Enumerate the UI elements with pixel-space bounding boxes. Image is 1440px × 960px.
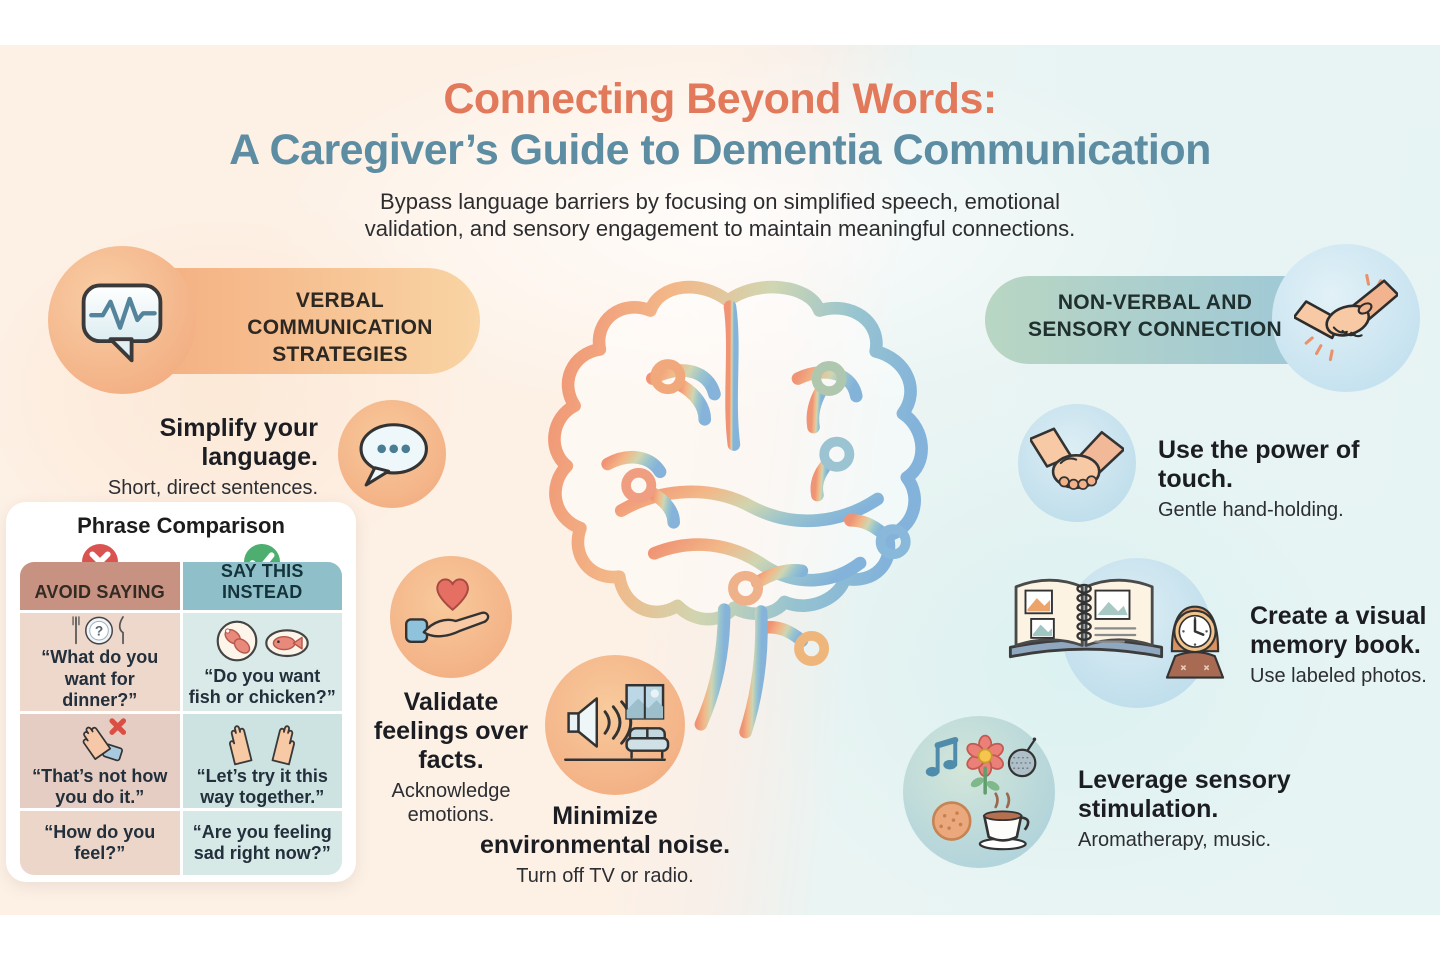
table-cell-avoid-3: “How do you feel?” <box>20 811 180 875</box>
phrase-comparison-card: Phrase Comparison AVOID SAYING SAY THIS … <box>6 502 356 882</box>
sensory-block: Leverage sensory stimulation. Aromathera… <box>1078 766 1318 852</box>
speaker-room-icon-circle <box>545 655 685 795</box>
simplify-title: Simplify your language. <box>159 414 318 471</box>
phrase-comparison-title: Phrase Comparison <box>77 513 285 538</box>
validate-title: Validate feelings over facts. <box>373 688 529 774</box>
say-quote-2: “Let’s try it this way together.” <box>196 765 328 807</box>
chat-dots-icon-circle <box>338 400 446 508</box>
sensory-subtitle: Aromatherapy, music. <box>1078 829 1272 851</box>
tea-cup-icon <box>978 792 1030 851</box>
fish-chicken-icon <box>216 620 310 662</box>
avoid-quote-3: “How do you feel?” <box>44 821 156 863</box>
simplify-subtitle: Short, direct sentences. <box>107 477 318 499</box>
validate-subtitle: Acknowledge emotions. <box>391 780 511 826</box>
verbal-section-title: VERBAL COMMUNICATION STRATEGIES <box>247 289 433 366</box>
speech-waveform-icon <box>81 283 163 363</box>
table-cell-say-1: “Do you want fish or chicken?” <box>182 613 342 711</box>
nonverbal-section-icon-circle <box>1272 244 1420 392</box>
validate-feelings-block: Validate feelings over facts. Acknowledg… <box>366 688 536 827</box>
plate-question-icon: ? <box>72 616 124 645</box>
main-title-accent: Connecting Beyond Words: <box>443 75 997 123</box>
hand-heart-icon <box>405 578 490 643</box>
holding-hands-icon <box>1030 427 1124 490</box>
nonverbal-section-title: NON-VERBAL AND SENSORY CONNECTION <box>1028 291 1282 341</box>
chat-dots-icon <box>359 423 428 487</box>
minimize-title: Minimize environmental noise. <box>479 802 731 859</box>
flower-icon <box>966 734 1004 795</box>
brain-circuit-illustration <box>548 280 928 739</box>
handshake-icon <box>1294 274 1398 362</box>
power-of-touch-block: Use the power of touch. Gentle hand-hold… <box>1158 436 1378 522</box>
avoid-column-header: AVOID SAYING <box>20 562 180 610</box>
subtitle-line1: Bypass language barriers by focusing on … <box>380 189 1060 214</box>
cookie-icon <box>931 801 972 841</box>
say-quote-1: “Do you want fish or chicken?” <box>188 665 336 707</box>
verbal-section-icon-circle <box>48 246 196 394</box>
touch-title: Use the power of touch. <box>1158 436 1360 493</box>
main-title: A Caregiver’s Guide to Dementia Communic… <box>229 126 1211 174</box>
minimize-noise-block: Minimize environmental noise. Turn off T… <box>468 802 742 888</box>
simplify-language-block: Simplify your language. Short, direct se… <box>100 414 318 500</box>
music-note-icon <box>925 737 959 777</box>
speaker-room-icon <box>564 683 670 762</box>
avoid-quote-2: “That’s not how you do it.” <box>32 765 168 807</box>
say-quote-3: “Are you feeling sad right now?” <box>192 821 332 863</box>
say-column-header: SAY THIS INSTEAD <box>182 561 342 610</box>
sensory-icon-circle <box>903 716 1055 868</box>
sensory-stimulation-icon <box>925 734 1037 851</box>
holding-hands-icon-circle <box>1018 404 1136 522</box>
table-cell-say-3: “Are you feeling sad right now?” <box>182 811 342 875</box>
open-hands-icon <box>229 725 296 766</box>
touch-subtitle: Gentle hand-holding. <box>1158 499 1344 521</box>
memory-book-block: Create a visual memory book. Use labeled… <box>1250 602 1440 688</box>
minimize-subtitle: Turn off TV or radio. <box>516 865 694 887</box>
table-cell-avoid-1: ? “What do you want for dinner?” <box>20 613 180 711</box>
stop-hand-icon <box>82 718 126 762</box>
hand-heart-icon-circle <box>390 556 512 678</box>
table-cell-avoid-2: “That’s not how you do it.” <box>20 714 180 808</box>
memory-book-subtitle: Use labeled photos. <box>1250 665 1427 687</box>
sensory-title: Leverage sensory stimulation. <box>1078 766 1291 823</box>
subtitle-line2: validation, and sensory engagement to ma… <box>364 216 1076 241</box>
memory-book-title: Create a visual memory book. <box>1250 602 1427 659</box>
avoid-quote-1: “What do you want for dinner?” <box>41 647 159 710</box>
mantel-clock-icon <box>1165 605 1225 679</box>
scent-ball-icon <box>1007 737 1037 778</box>
memory-book-icon <box>1008 578 1164 659</box>
table-cell-say-2: “Let’s try it this way together.” <box>182 714 342 808</box>
comparison-table: AVOID SAYING SAY THIS INSTEAD ? “What do… <box>20 561 342 875</box>
question-mark-glyph: ? <box>95 624 103 639</box>
